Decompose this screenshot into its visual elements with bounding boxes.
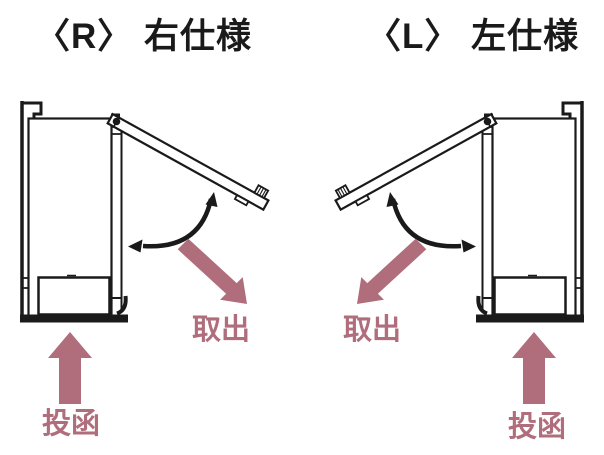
takeout-label-left: 取出	[343, 314, 402, 346]
right-spec-title: 〈R〉 右仕様	[35, 17, 253, 56]
left-spec-title: 〈L〉 左仕様	[366, 17, 580, 56]
takeout-label-right: 取出	[192, 314, 251, 346]
post-label-left: 投函	[508, 411, 567, 443]
post-label-right: 投函	[42, 408, 101, 440]
